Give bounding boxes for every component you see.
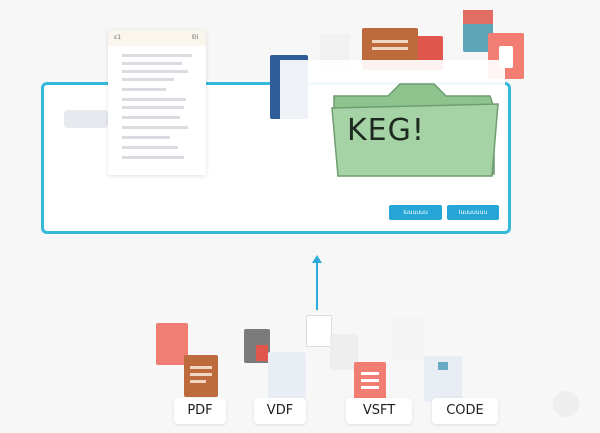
document-preview [108,30,206,175]
file-icon [268,352,306,400]
arrow-stem [316,263,318,310]
secondary-button[interactable]: Iuuuuuuu [447,205,499,220]
document-line [122,116,180,119]
format-label-vdf: VDF [254,398,306,424]
document-line [122,98,186,101]
file-line [190,380,206,383]
corner-dot [553,391,579,417]
document-line [122,62,182,65]
file-symbol [256,345,268,361]
file-line [361,386,379,389]
placeholder-pill [64,110,108,128]
folder-icon [331,83,499,177]
document-line [122,54,192,57]
file-line [190,373,212,376]
document-tag-left: ɛ1 [114,34,122,41]
document-line [122,106,184,109]
file-icon [156,323,188,365]
file-line [372,40,408,43]
document-tag-right: Đi [192,34,199,41]
file-header [463,10,493,24]
document-line [122,70,188,73]
document-line [122,88,166,91]
file-line [190,366,212,369]
document-header [108,30,206,46]
file-line [372,47,408,50]
primary-button[interactable]: Iuuuuuu [389,205,442,220]
file-line [361,372,379,375]
format-label-pdf: PDF [174,398,226,424]
file-icon [392,318,424,360]
format-label-code: CODE [432,398,498,424]
folder-title: KEG! [347,113,425,148]
document-line [122,78,174,81]
file-icon [306,315,332,347]
file-icon [184,355,218,397]
file-symbol [438,362,448,370]
document-line [122,156,184,159]
file-icon [330,334,358,370]
format-label-vsft: VSFT [346,398,412,424]
arrow-up-icon [312,255,322,263]
document-line [122,136,170,139]
document-line [122,146,178,149]
file-line [361,379,379,382]
document-line [122,126,188,129]
